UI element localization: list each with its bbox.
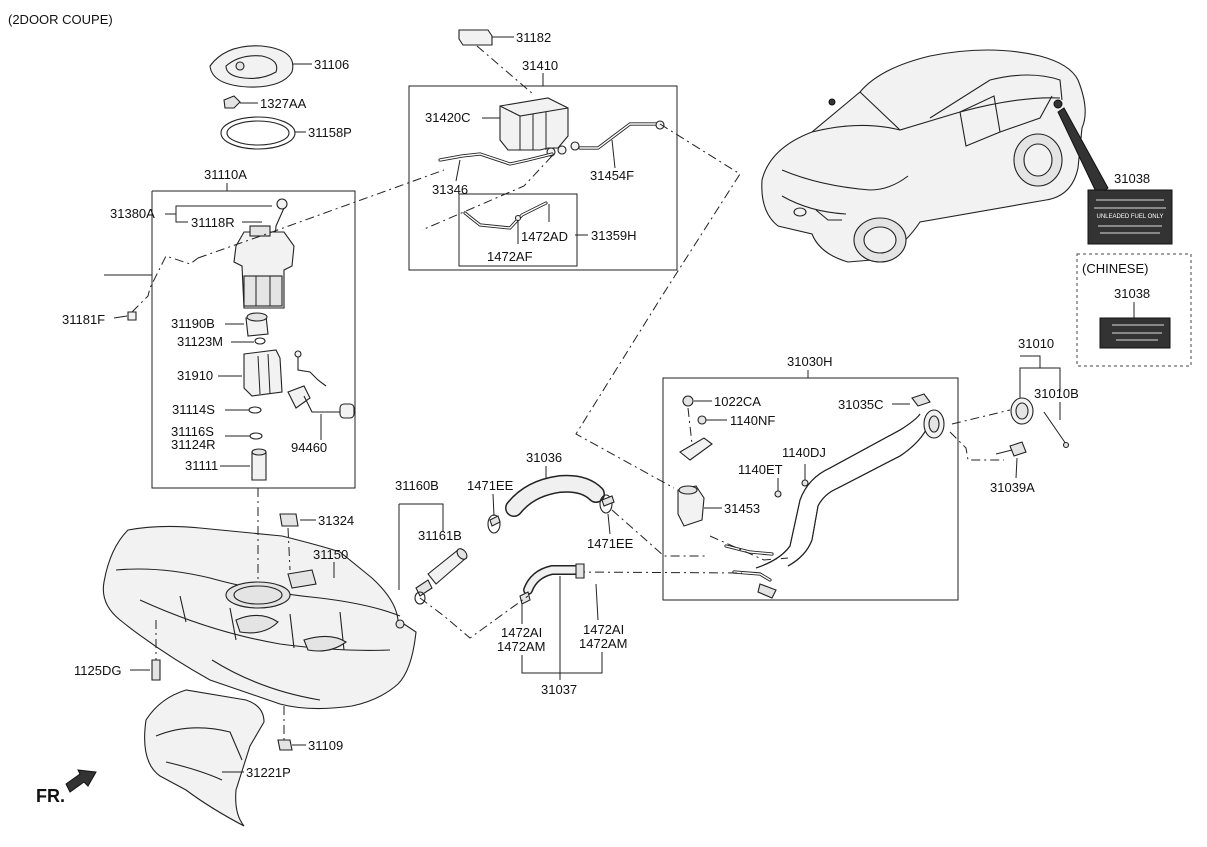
fuel-sender-94460[interactable] <box>287 385 311 409</box>
part-1140NF-label[interactable]: 1140NF <box>730 413 775 428</box>
part-31039A-label[interactable]: 31039A <box>990 480 1035 495</box>
part-1472AD-label[interactable]: 1472AD <box>521 229 568 244</box>
part-1472AM-label-b[interactable]: 1472AM <box>579 636 627 651</box>
label-plate-text: UNLEADED FUEL ONLY <box>1096 214 1163 220</box>
part-31037-label[interactable]: 31037 <box>541 682 577 697</box>
part-31410-label[interactable]: 31410 <box>522 58 558 73</box>
part-31181F-label[interactable]: 31181F <box>62 312 105 327</box>
part-1472AI-label-a[interactable]: 1472AI <box>501 625 542 640</box>
part-31380A-label[interactable]: 31380A <box>110 206 155 221</box>
part-31111-label[interactable]: 31111 <box>185 458 218 473</box>
front-direction-indicator: FR. <box>36 769 97 806</box>
part-31190B-label[interactable]: 31190B <box>171 316 215 331</box>
part-31123M-label[interactable]: 31123M <box>177 334 223 349</box>
car-illustration <box>761 49 1109 263</box>
part-31010B-label[interactable]: 31010B <box>1034 386 1079 401</box>
part-31346-label[interactable]: 31346 <box>432 182 468 197</box>
part-31910-label[interactable]: 31910 <box>177 368 213 383</box>
part-31182-label[interactable]: 31182 <box>516 30 551 45</box>
check-valve-31453[interactable] <box>677 485 705 527</box>
chinese-label-heading: (CHINESE) <box>1082 261 1148 276</box>
front-indicator-text: FR. <box>36 786 65 806</box>
heat-shield-31221P[interactable] <box>144 689 265 827</box>
part-31030H-label[interactable]: 31030H <box>787 354 833 369</box>
part-31454F-label[interactable]: 31454F <box>590 168 634 183</box>
part-31221P-label[interactable]: 31221P <box>246 765 291 780</box>
canister-assembly-group: 31182 31410 31420C 31454F 31346 1472AD <box>408 29 678 271</box>
part-31158P-label[interactable]: 31158P <box>308 125 352 140</box>
part-31420C-label[interactable]: 31420C <box>425 110 471 125</box>
part-31038-chinese-label[interactable]: 31038 <box>1114 286 1150 301</box>
part-1471EE-label-a[interactable]: 1471EE <box>467 478 514 493</box>
part-1140ET-label[interactable]: 1140ET <box>738 462 783 477</box>
part-1140DJ-label[interactable]: 1140DJ <box>782 445 826 460</box>
air-filter-31182[interactable] <box>458 29 493 46</box>
fuel-filter-31910[interactable] <box>243 349 283 397</box>
vent-hose-subbox <box>458 193 578 267</box>
part-1472AM-label-a[interactable]: 1472AM <box>497 639 545 654</box>
part-31114S-label[interactable]: 31114S <box>172 402 215 417</box>
part-94460-label[interactable]: 94460 <box>291 440 327 455</box>
part-31160B-label[interactable]: 31160B <box>395 478 439 493</box>
gasket-31158P[interactable] <box>220 116 296 150</box>
part-31109-label[interactable]: 31109 <box>308 738 343 753</box>
fuel-door-pointer <box>1057 107 1109 197</box>
canister-31420C[interactable] <box>499 97 569 151</box>
part-31116S-label[interactable]: 31116S <box>171 424 214 439</box>
filler-neck-pipe[interactable] <box>755 413 921 569</box>
part-31118R-label[interactable]: 31118R <box>191 215 235 230</box>
fuel-tank-group: 31324 31150 1125DG 31109 31221P <box>74 488 417 827</box>
part-31453-label[interactable]: 31453 <box>724 501 760 516</box>
front-arrow-icon <box>65 769 97 793</box>
part-1022CA-label[interactable]: 1022CA <box>714 394 761 409</box>
part-31036-label[interactable]: 31036 <box>526 450 562 465</box>
part-31161B-label[interactable]: 31161B <box>418 528 462 543</box>
chinese-label-box <box>1076 253 1192 367</box>
fuel-label-plate[interactable] <box>1087 189 1173 245</box>
part-31106-label[interactable]: 31106 <box>314 57 349 72</box>
fuel-pump-31111[interactable] <box>251 451 267 481</box>
part-1327AA-label[interactable]: 1327AA <box>260 96 307 111</box>
part-31324-label[interactable]: 31324 <box>318 513 354 528</box>
filler-neck-box <box>662 377 959 601</box>
part-31035C-label[interactable]: 31035C <box>838 397 884 412</box>
part-31010-label[interactable]: 31010 <box>1018 336 1054 351</box>
fuel-label-group: 31038 UNLEADED FUEL ONLY (CHINESE) 31038 <box>1076 171 1192 367</box>
part-31124R-label[interactable]: 31124R <box>171 437 216 452</box>
model-header: (2DOOR COUPE) <box>8 12 113 27</box>
pump-module-group: 31106 1327AA 31158P 31110A 31380A 31118R… <box>62 45 356 489</box>
filler-neck-group: 31030H 1022CA 1140NF 31035C 1140DJ <box>662 354 959 601</box>
part-1471EE-label-b[interactable]: 1471EE <box>587 536 634 551</box>
part-1125DG-label[interactable]: 1125DG <box>74 663 121 678</box>
part-31359H-label[interactable]: 31359H <box>591 228 637 243</box>
part-1472AF-label[interactable]: 1472AF <box>487 249 533 264</box>
fuel-door-hardware-group: 31010 31010B 31039A <box>949 336 1079 495</box>
filler-hoses-group: 31036 1471EE 1471EE 31160B 31161B 1472AI… <box>395 450 634 697</box>
part-31110A-label[interactable]: 31110A <box>204 167 247 182</box>
part-31038-label[interactable]: 31038 <box>1114 171 1150 186</box>
pump-cover-31106[interactable] <box>209 45 294 88</box>
part-1472AI-label-b[interactable]: 1472AI <box>583 622 624 637</box>
part-31150-label[interactable]: 31150 <box>313 547 348 562</box>
